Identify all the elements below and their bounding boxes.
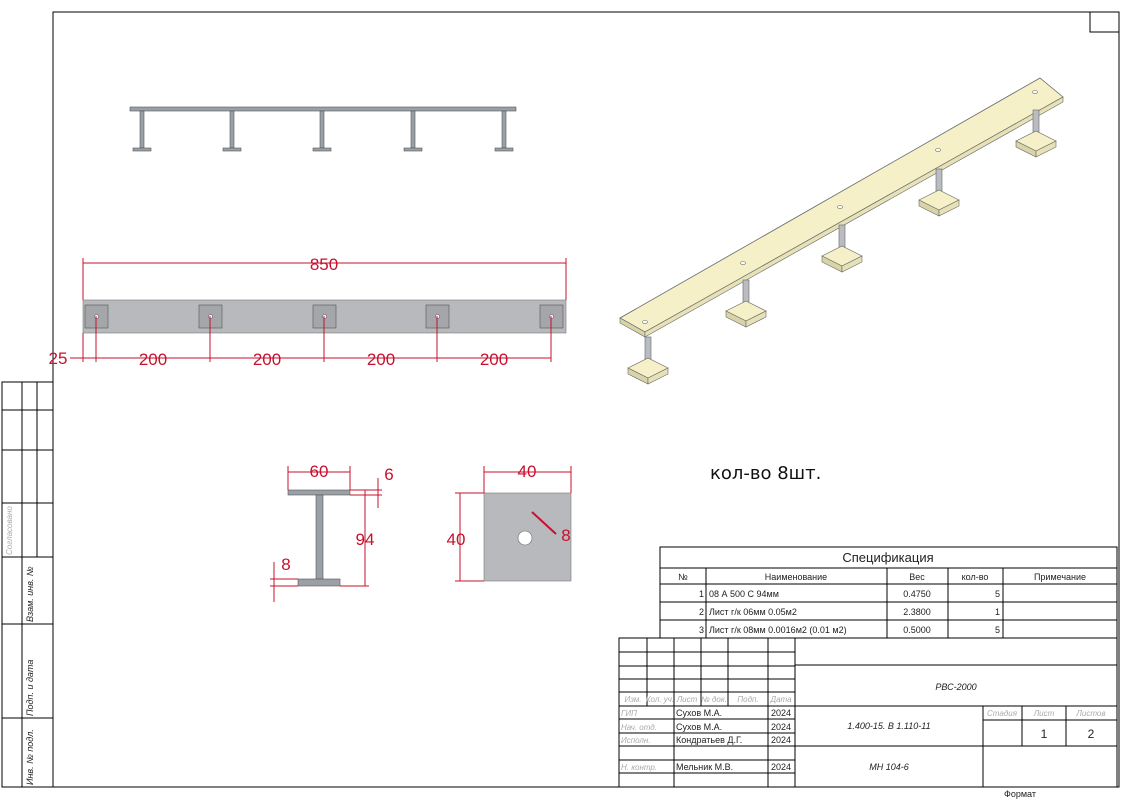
tb-date: 2024 [771,735,791,745]
spec-row-weight: 2.3800 [903,607,931,617]
title-block: Изм. Кол. уч. Лист № док. Подп. Дата ГИП… [618,637,1118,788]
tb-col-kol: Кол. уч. [646,695,674,704]
spec-row-n: 2 [699,607,704,617]
spec-header-weight: Вес [909,572,925,582]
dim-flange-thickness: 6 [384,465,393,484]
dim-hole-diameter: 8 [561,526,570,545]
tb-date: 2024 [771,722,791,732]
tb-code: 1.400-15. В 1.110-11 [847,721,930,731]
tb-sheets: 2 [1088,727,1095,741]
tb-col-izm: Изм. [624,695,641,704]
tb-name: Кондратьев Д.Г. [676,735,742,745]
plan-view: 850 25 200 200 200 200 [49,255,567,369]
spec-title: Спецификация [842,550,933,565]
corner-box [1089,11,1120,33]
tb-date: 2024 [771,708,791,718]
dim-spacing-3: 200 [367,350,395,369]
beam-section-view: 60 6 94 8 [270,462,394,602]
tb-name: Мельник М.В. [676,762,733,772]
tb-date: 2024 [771,762,791,772]
dim-beam-width: 60 [310,462,329,481]
tb-col-doc: № док. [701,695,727,704]
spec-row-qty: 5 [995,589,1000,599]
side-label-sign: Подп. и дата [25,660,35,716]
spec-row-n: 3 [699,625,704,635]
spec-header-note: Примечание [1034,572,1086,582]
iso-legs [627,109,1057,385]
side-block: Согласовано Взам. инв. № Подп. и дата Ин… [1,381,54,788]
tb-role: Исполн. [621,736,651,745]
spec-table: Спецификация № Наименование Вес кол-во П… [659,546,1118,639]
tb-role: Н. контр. [621,763,657,772]
spec-header-n: № [678,572,688,582]
tb-col-sign: Подп. [737,695,758,704]
dim-beam-height: 94 [356,530,375,549]
dim-spacing-4: 200 [480,350,508,369]
spec-row-n: 1 [699,589,704,599]
tb-role: Нач. отд. [621,723,657,732]
tb-stage-label: Стадия [987,709,1018,718]
dim-total-length: 850 [310,255,338,274]
spec-row-weight: 0.4750 [903,589,931,599]
tb-col-date: Дата [769,695,792,704]
elevation-view [129,106,517,152]
spec-header-name: Наименование [765,572,827,582]
tb-sheet: 1 [1041,727,1048,741]
tb-role: ГИП [621,709,637,718]
tb-project: РВС-2000 [935,682,976,692]
spec-header-qty: кол-во [962,572,989,582]
quantity-note: кол-во 8шт. [710,463,821,484]
tb-sheet-label: Лист [1033,709,1055,718]
side-label-replace: Взам. инв. № [25,566,35,622]
tb-col-list: Лист [676,695,698,704]
tb-part: МН 104-6 [869,762,909,772]
spec-row-name: Лист г/к 08мм 0.0016м2 (0.01 м2) [709,625,847,635]
spec-row-name: Лист г/к 06мм 0.05м2 [709,607,797,617]
tb-name: Сухов М.А. [676,722,722,732]
plate-view: 40 40 8 [447,462,572,582]
dim-spacing-2: 200 [253,350,281,369]
dim-spacing-1: 200 [139,350,167,369]
side-label-inv: Инв. № подл. [25,729,35,785]
spec-row-weight: 0.5000 [903,625,931,635]
side-label-agreed: Согласовано [5,506,14,555]
dim-plate-height: 40 [447,530,466,549]
spec-row-name: 08 А 500 С 94мм [709,589,779,599]
dim-offset: 25 [49,349,68,368]
dim-plate-width: 40 [518,462,537,481]
spec-row-qty: 5 [995,625,1000,635]
isometric-view [619,77,1064,385]
dim-web-thickness: 8 [281,555,290,574]
tb-sheets-label: Листов [1075,709,1105,718]
spec-row-qty: 1 [995,607,1000,617]
format-label: Формат [1004,789,1036,799]
tb-name: Сухов М.А. [676,708,722,718]
